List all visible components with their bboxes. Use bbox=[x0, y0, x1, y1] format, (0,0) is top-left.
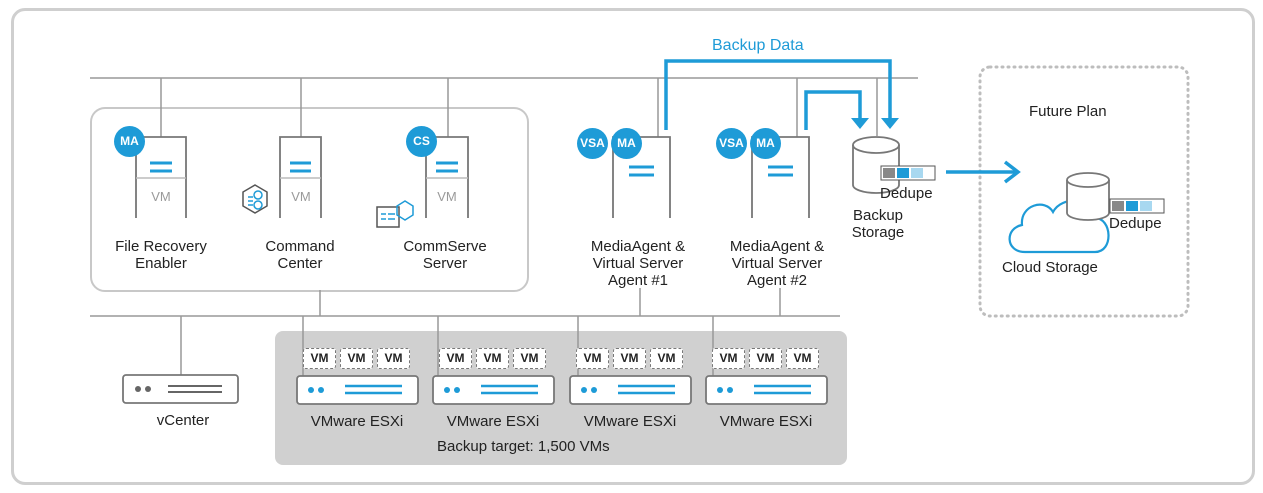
esxi-cluster-panel bbox=[275, 331, 847, 465]
vm-box: VM bbox=[576, 348, 609, 369]
esxi-host-label: VMware ESXi bbox=[583, 413, 677, 430]
badge-ma: MA bbox=[611, 128, 642, 159]
vcenter-indicators bbox=[135, 385, 222, 393]
vm-box: VM bbox=[303, 348, 336, 369]
esxi-indicator-dot bbox=[318, 387, 324, 393]
vm-box: VM bbox=[712, 348, 745, 369]
arrowhead-1 bbox=[881, 118, 899, 129]
cloud-storage-label: Cloud Storage bbox=[1002, 259, 1098, 276]
backup-target-label: Backup target: 1,500 VMs bbox=[437, 438, 610, 455]
top-drops bbox=[160, 78, 878, 140]
tower-vm-label: VM bbox=[151, 189, 171, 204]
vm-box: VM bbox=[340, 348, 373, 369]
esxi-indicator-dot bbox=[454, 387, 460, 393]
esxi-host-box bbox=[296, 375, 419, 405]
cloud-dedupe-label: Dedupe bbox=[1109, 215, 1162, 232]
backup-storage-icon bbox=[852, 136, 900, 194]
esxi-indicator-dot bbox=[717, 387, 723, 393]
vm-box: VM bbox=[749, 348, 782, 369]
esxi-host-label: VMware ESXi bbox=[310, 413, 404, 430]
vm-box: VM bbox=[377, 348, 410, 369]
badge-cs: CS bbox=[406, 126, 437, 157]
vm-box: VM bbox=[786, 348, 819, 369]
esxi-host-box bbox=[432, 375, 555, 405]
esxi-host-boxes bbox=[296, 375, 828, 405]
vm-box: VM bbox=[439, 348, 472, 369]
tower-status-bars bbox=[150, 161, 793, 177]
tower-vm-label: VM bbox=[437, 189, 457, 204]
cloud-storage-cylinder bbox=[1066, 172, 1110, 221]
backup-data-arrows bbox=[664, 59, 892, 130]
badge-ma: MA bbox=[114, 126, 145, 157]
esxi-indicator-dot bbox=[727, 387, 733, 393]
vm-box: VM bbox=[613, 348, 646, 369]
esxi-indicator-dot bbox=[444, 387, 450, 393]
future-plan-label: Future Plan bbox=[1029, 103, 1107, 120]
vm-box: VM bbox=[476, 348, 509, 369]
cloud-dedupe-bar bbox=[1109, 198, 1165, 214]
backup-dedupe-bar bbox=[880, 165, 936, 181]
badge-vsa: VSA bbox=[577, 128, 608, 159]
arrowhead-2 bbox=[851, 118, 869, 129]
server-group-box bbox=[90, 107, 529, 292]
arrow-to-cloud-head bbox=[1003, 160, 1021, 184]
esxi-indicator-dot bbox=[581, 387, 587, 393]
tower-vm-label: VM bbox=[291, 189, 311, 204]
esxi-host-box bbox=[569, 375, 692, 405]
esxi-indicator-dot bbox=[591, 387, 597, 393]
vcenter-label: vCenter bbox=[156, 412, 210, 429]
esxi-indicator-dot bbox=[308, 387, 314, 393]
future-plan-box bbox=[978, 65, 1190, 318]
backup-dedupe-label: Dedupe bbox=[880, 185, 933, 202]
server-towers bbox=[135, 136, 810, 218]
vm-box: VM bbox=[513, 348, 546, 369]
esxi-host-label: VMware ESXi bbox=[719, 413, 813, 430]
badge-vsa: VSA bbox=[716, 128, 747, 159]
vcenter-appliance bbox=[122, 374, 239, 404]
commserve-icon bbox=[376, 200, 414, 228]
backup-data-label: Backup Data bbox=[712, 37, 804, 54]
command-center-icon bbox=[242, 184, 268, 214]
esxi-host-label: VMware ESXi bbox=[446, 413, 540, 430]
esxi-host-box bbox=[705, 375, 828, 405]
badge-ma: MA bbox=[750, 128, 781, 159]
vm-box: VM bbox=[650, 348, 683, 369]
